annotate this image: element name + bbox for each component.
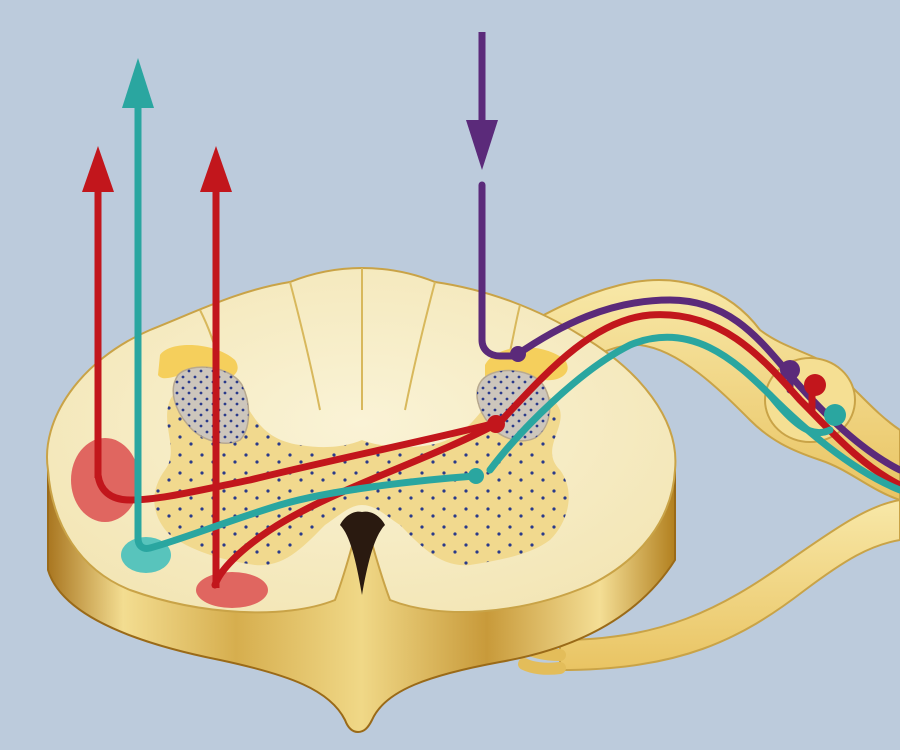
red-tract-right xyxy=(196,572,268,608)
grey-matter-dots xyxy=(154,380,569,566)
teal-pathway xyxy=(134,333,900,552)
red-sensory-pathway xyxy=(94,311,900,589)
teal-synapse xyxy=(468,468,484,484)
purple-cell-body xyxy=(780,360,800,380)
red-tract-left xyxy=(71,438,139,522)
up-arrow-icon xyxy=(122,58,154,108)
up-arrow-icon xyxy=(82,146,114,192)
down-arrow-icon xyxy=(466,120,498,170)
purple-synapse xyxy=(510,346,526,362)
up-arrow-icon xyxy=(200,146,232,192)
red-cell-body xyxy=(804,374,826,396)
red-synapse xyxy=(487,415,505,433)
ventral-median-fissure xyxy=(340,511,385,595)
teal-cell-body xyxy=(824,404,846,426)
